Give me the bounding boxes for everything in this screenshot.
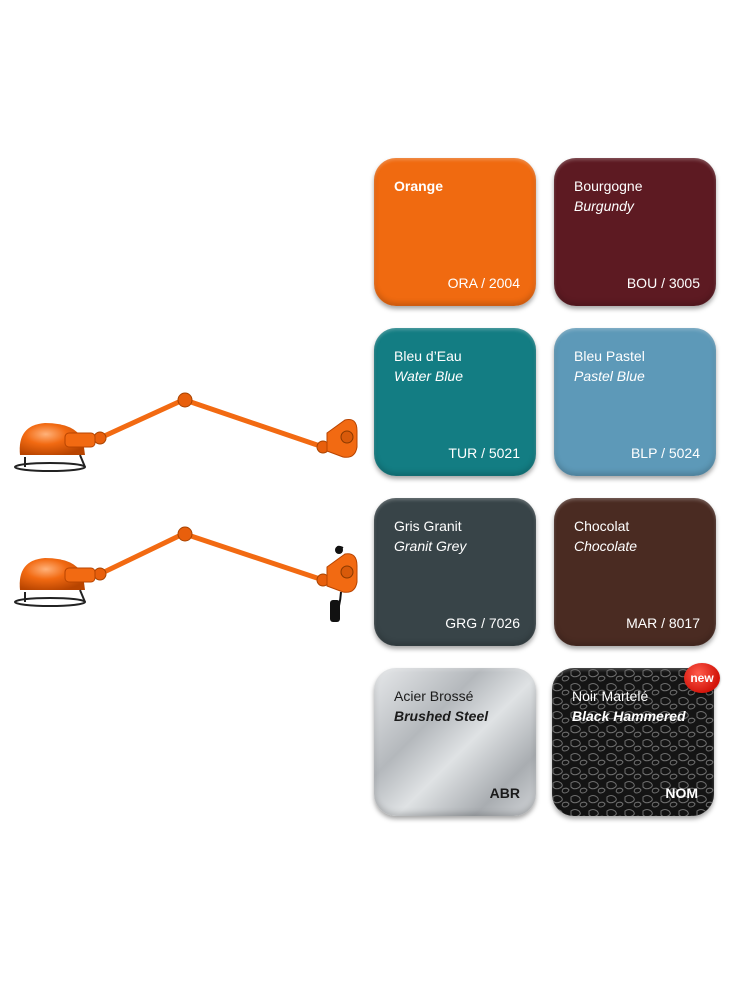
swatch-code: ORA / 2004 xyxy=(447,275,520,291)
wall-lamp-plain-image xyxy=(14,392,358,472)
swatch-name-fr: Bourgogne xyxy=(574,178,643,194)
hammered-texture xyxy=(552,668,714,816)
swatch-name-en: Black Hammered xyxy=(572,708,686,724)
wall-lamp-with-switch-image xyxy=(14,526,358,622)
swatch-name-fr: Noir Martelé xyxy=(572,688,649,704)
swatch-name-fr: Bleu d’Eau xyxy=(394,348,462,364)
swatch-name-fr: Gris Granit xyxy=(394,518,462,534)
swatch-name-en: Burgundy xyxy=(574,198,634,214)
swatch-name-fr: Acier Brossé xyxy=(394,688,474,704)
swatch-name-fr: Orange xyxy=(394,178,444,194)
swatch-code: ABR xyxy=(489,785,520,801)
swatch-code: MAR / 8017 xyxy=(626,615,700,631)
swatch-burgundy: Bourgogne Burgundy BOU / 3005 xyxy=(554,158,716,306)
swatch-black-hammered: Noir Martelé Black Hammered NOM xyxy=(552,668,714,816)
swatch-orange: Orange ORA / 2004 xyxy=(374,158,536,306)
swatch-brushed-steel: Acier Brossé Brushed Steel ABR xyxy=(374,668,536,816)
swatch-name-fr: Chocolat xyxy=(574,518,630,534)
swatch-granit-grey: Gris Granit Granit Grey GRG / 7026 xyxy=(374,498,536,646)
swatch-name-en: Chocolate xyxy=(574,538,638,554)
swatch-code: BLP / 5024 xyxy=(630,445,700,461)
swatch-code: GRG / 7026 xyxy=(445,615,520,631)
swatch-name-en: Granit Grey xyxy=(394,538,467,554)
swatch-code: BOU / 3005 xyxy=(626,275,700,291)
swatch-pastel-blue: Bleu Pastel Pastel Blue BLP / 5024 xyxy=(554,328,716,476)
new-badge: new xyxy=(684,663,720,693)
swatch-name-en: Water Blue xyxy=(394,368,463,384)
swatch-code: NOM xyxy=(665,785,698,801)
swatch-name-fr: Bleu Pastel xyxy=(574,348,645,364)
swatch-name-en: Pastel Blue xyxy=(574,368,645,384)
swatch-chocolate: Chocolat Chocolate MAR / 8017 xyxy=(554,498,716,646)
swatch-water-blue: Bleu d’Eau Water Blue TUR / 5021 xyxy=(374,328,536,476)
swatch-code: TUR / 5021 xyxy=(448,445,520,461)
swatch-name-en: Brushed Steel xyxy=(394,708,489,724)
